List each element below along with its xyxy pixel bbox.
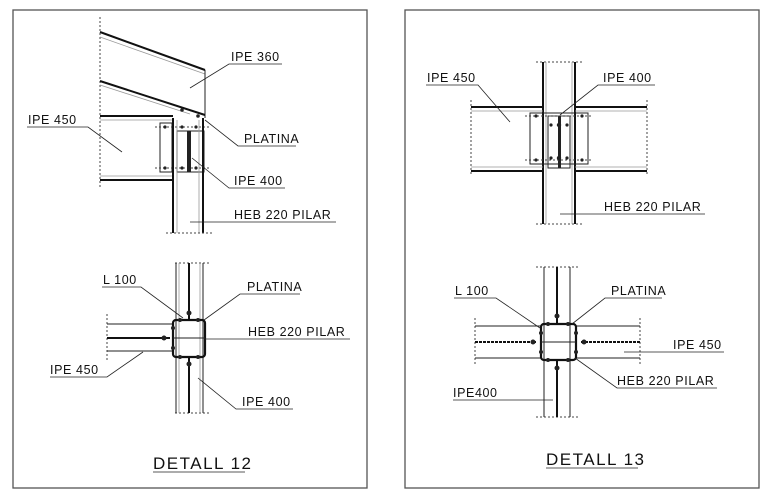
detail-13-frame (404, 9, 760, 489)
detail-12-title: DETALL 12 (153, 454, 253, 473)
detail-13-plan: L 100 PLATINA IPE 450 HEB 220 PILAR IPE4… (453, 266, 724, 418)
label-ipe-450-plan: IPE 450 (673, 338, 722, 352)
label-l-100: L 100 (103, 273, 137, 287)
ipe400-web (558, 116, 561, 168)
detail-12-frame (12, 9, 368, 489)
label-ipe400-plan: IPE400 (453, 386, 498, 400)
label-ipe-360: IPE 360 (231, 50, 280, 64)
label-ipe-400: IPE 400 (603, 71, 652, 85)
label-ipe-450: IPE 450 (427, 71, 476, 85)
detail-13-title: DETALL 13 (546, 450, 646, 469)
label-heb-220-pilar-plan: HEB 220 PILAR (617, 374, 714, 388)
label-heb-220-pilar-plan: HEB 220 PILAR (248, 325, 345, 339)
label-platina-plan: PLATINA (247, 280, 302, 294)
detail-12-plan: L 100 PLATINA HEB 220 PILAR IPE 450 IPE … (50, 262, 350, 414)
detail-12-elevation: IPE 360 IPE 450 PLATINA IPE 400 HEB 220 … (27, 17, 336, 234)
detail-13-panel: IPE 450 IPE 400 HEB 220 PILAR (404, 9, 760, 489)
label-ipe-450: IPE 450 (28, 113, 77, 127)
label-heb-220-pilar: HEB 220 PILAR (604, 200, 701, 214)
ipe400-web (187, 131, 191, 172)
label-ipe-400-plan: IPE 400 (242, 395, 291, 409)
label-platina: PLATINA (244, 132, 299, 146)
label-ipe-450-plan: IPE 450 (50, 363, 99, 377)
label-l-100-plan: L 100 (455, 284, 489, 298)
label-platina-plan: PLATINA (611, 284, 666, 298)
detail-12-panel: IPE 360 IPE 450 PLATINA IPE 400 HEB 220 … (12, 9, 368, 489)
label-ipe-400: IPE 400 (234, 174, 283, 188)
detail-13-elevation: IPE 450 IPE 400 HEB 220 PILAR (426, 61, 705, 225)
label-heb-220-pilar: HEB 220 PILAR (234, 208, 331, 222)
